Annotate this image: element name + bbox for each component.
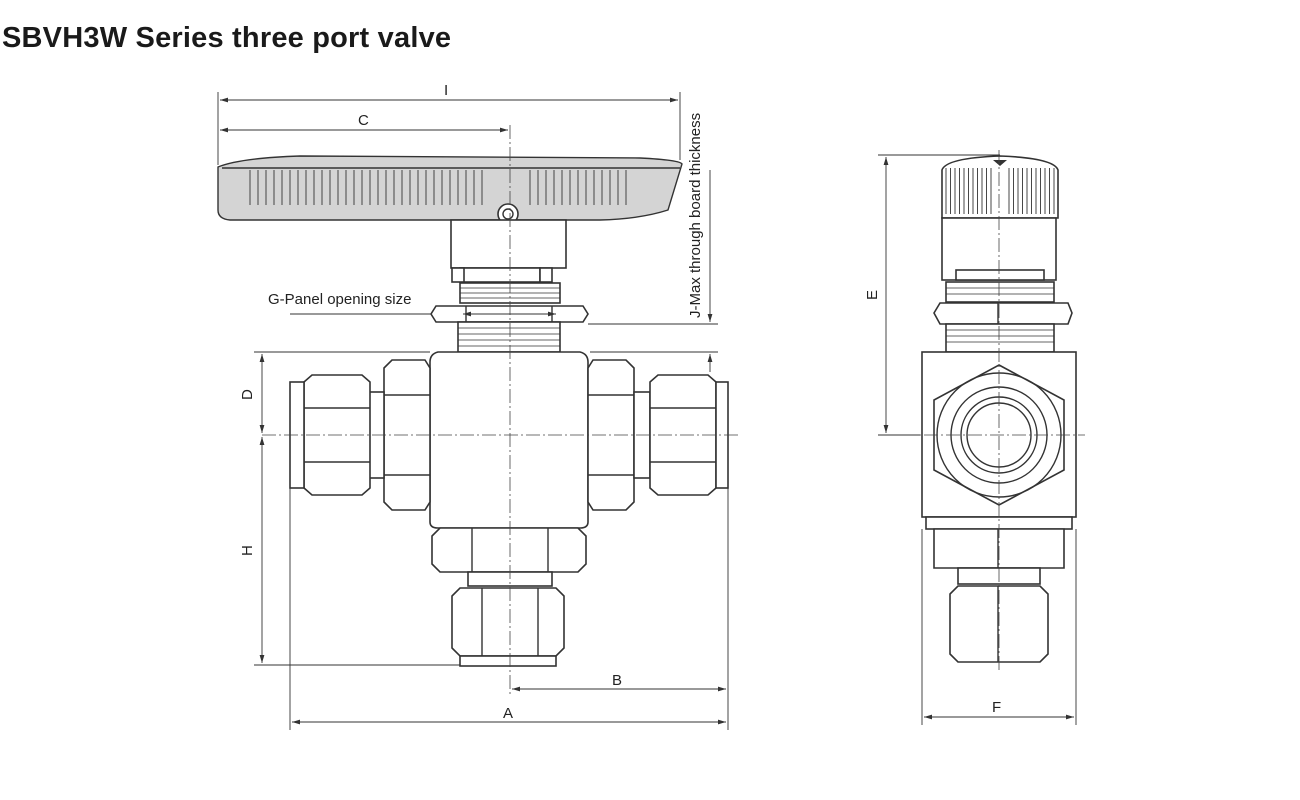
front-view: I C G-Panel opening size J-Max through b… — [217, 82, 740, 730]
dim-label-j: J-Max through board thickness — [687, 113, 704, 318]
dim-label-f: F — [992, 699, 1001, 716]
dim-label-h: H — [239, 545, 256, 556]
stem-block — [450, 219, 567, 269]
side-view: E F — [864, 150, 1085, 725]
valve-body — [429, 351, 589, 529]
dim-label-c: C — [358, 112, 369, 129]
bottom-port — [431, 527, 587, 667]
side-knob-ribs — [945, 168, 1055, 214]
page-title: SBVH3W Series three port valve — [2, 22, 452, 54]
handle-grip-ribs — [249, 170, 627, 205]
dim-label-d: D — [239, 389, 256, 400]
dim-label-e: E — [864, 290, 881, 300]
side-knob — [941, 155, 1059, 281]
stem-collar — [459, 267, 541, 283]
dim-label-a: A — [503, 705, 513, 722]
dim-label-g: G-Panel opening size — [268, 291, 411, 308]
dim-label-b: B — [612, 672, 622, 689]
panel-nut — [430, 282, 589, 353]
dim-label-i: I — [444, 82, 448, 99]
handle — [217, 155, 683, 225]
